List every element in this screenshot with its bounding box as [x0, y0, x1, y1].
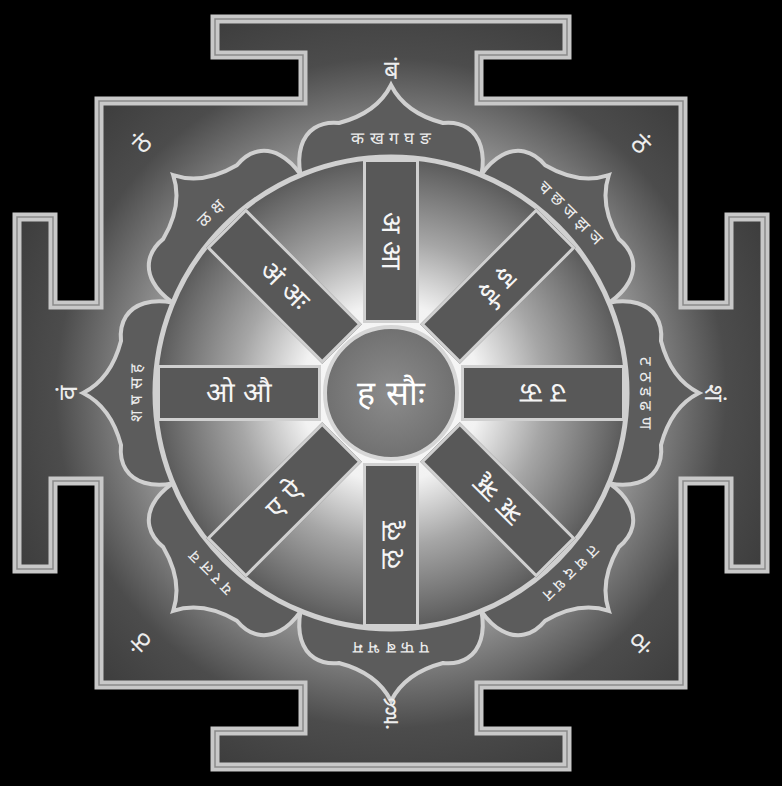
consonant-letters: क ख ग घ ङ	[351, 128, 431, 148]
vowel-letters: उ ऊ	[520, 376, 566, 410]
lotus-petal: त थ द ध न	[536, 538, 606, 608]
vowel-letters: इ ई	[474, 261, 524, 311]
lotus-petal: य र ल व	[181, 544, 239, 602]
vowel-letters: ओ औ	[206, 376, 273, 410]
bija-letter: हूं	[384, 699, 398, 730]
wheel-spoke: अं अः	[206, 208, 362, 364]
center-syllable: ह सौः	[357, 373, 425, 414]
wheel-spoke: ऋ ॠ	[421, 423, 577, 579]
bija-letter: ठं	[624, 626, 657, 659]
consonant-letters: श ष स ह	[126, 364, 146, 422]
vowel-letters: ऋ ॠ	[466, 468, 530, 532]
consonant-letters: ळ क्ष	[193, 195, 229, 231]
bija-letter: बं	[384, 55, 399, 86]
bhupura-inner-line	[17, 19, 765, 767]
vowel-letters: ए ऐ	[258, 475, 309, 526]
bija-letter: वं	[53, 386, 84, 400]
bhupura-square	[17, 19, 765, 767]
lotus-petals	[83, 85, 699, 701]
lotus-petal: श ष स ह	[125, 361, 147, 425]
bija-letter: ठं	[126, 626, 159, 659]
consonant-letters: त थ द ध न	[539, 541, 603, 605]
wheel-spoke: ऌ ॡ	[363, 463, 419, 627]
wheel-spoke: अ आ	[363, 159, 419, 323]
lotus-petal: प फ ब भ म	[350, 637, 433, 659]
consonant-letters: ट ठ ड ढ ण	[636, 357, 656, 429]
bija-letter: ठं	[126, 128, 159, 161]
consonant-letters: प फ ब भ म	[353, 638, 430, 658]
lotus-petal: ळ क्ष	[190, 192, 232, 234]
lotus-petal: च छ ज झ ञ	[532, 173, 611, 252]
consonant-letters: च छ ज झ ञ	[535, 176, 609, 250]
lotus-petal: क ख ग घ ङ	[348, 127, 434, 149]
wheel-spoke: उ ऊ	[461, 365, 625, 421]
lotus-petal: ट ठ ड ढ ण	[635, 354, 657, 432]
bija-letter: शं	[697, 384, 728, 402]
vowel-letters: अ आ	[374, 212, 408, 271]
wheel-spoke: ओ औ	[157, 365, 321, 421]
wheel-circle	[155, 157, 627, 629]
wheel-spoke: ए ऐ	[206, 423, 362, 579]
vowel-letters: अं अः	[252, 254, 316, 318]
consonant-letters: य र ल व	[184, 547, 237, 600]
center-circle: ह सौः	[323, 325, 459, 461]
wheel-spoke: इ ई	[421, 208, 577, 364]
bija-letter: ठं	[624, 128, 657, 161]
vowel-letters: ऌ ॡ	[374, 521, 408, 570]
